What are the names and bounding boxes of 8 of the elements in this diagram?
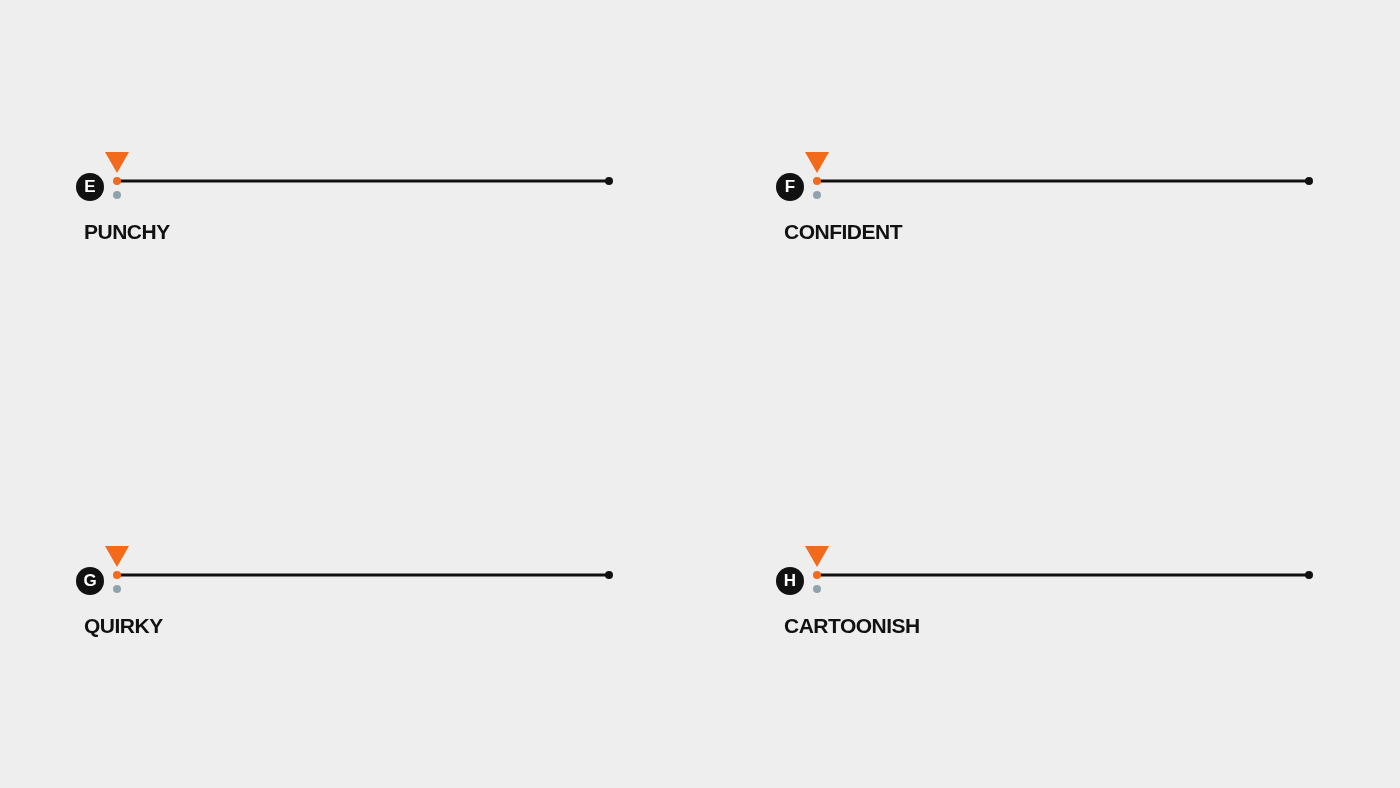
style-label: QUIRKY bbox=[84, 614, 163, 638]
letter-circle: F bbox=[776, 173, 804, 201]
letter-circle: G bbox=[76, 567, 104, 595]
style-label: CONFIDENT bbox=[784, 220, 902, 244]
style-label: PUNCHY bbox=[84, 220, 170, 244]
letter-circle: H bbox=[776, 567, 804, 595]
letter-circle: E bbox=[76, 173, 104, 201]
style-label: CARTOONISH bbox=[784, 614, 920, 638]
